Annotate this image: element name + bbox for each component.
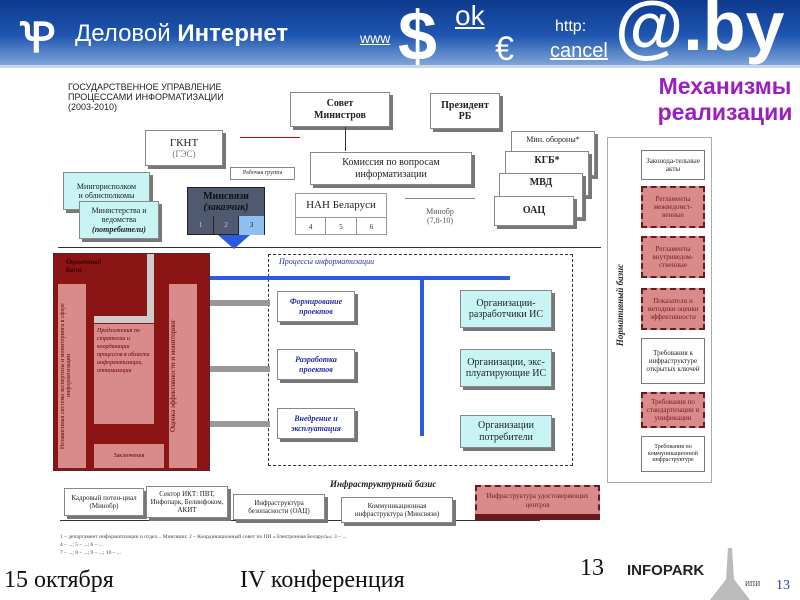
cell-2: 2 <box>214 216 240 235</box>
process-panel: Процессы информатизации <box>268 254 573 466</box>
blue-bus-vertical <box>420 276 424 436</box>
grey-arrow <box>210 366 270 372</box>
divider <box>58 247 601 248</box>
ipi-logo-icon <box>710 548 750 600</box>
org-developers: Организации-разработчики ИС <box>460 290 552 328</box>
footer-slide-number: 13 <box>580 555 604 581</box>
org-operators: Организации, экс-плуатирующие ИС <box>460 349 552 387</box>
infra-label: Инфраструктурный базис <box>330 479 437 489</box>
normative-item: Требования по коммуникационной инфрастру… <box>641 436 705 472</box>
down-arrow-icon <box>218 235 250 249</box>
grey-arrow <box>147 254 154 316</box>
header-banner: Ꝕ Деловой Интернет www $ ok http: € canc… <box>0 0 800 75</box>
grey-arrow <box>210 421 270 427</box>
decor-dollar: $ <box>398 0 437 75</box>
ipi-logo-text: ИПИ <box>745 580 761 588</box>
footer-date: 15 октября <box>4 567 114 593</box>
decor-cancel: cancel <box>550 40 608 62</box>
normative-item: Регламенты межведомст-венные <box>641 186 705 228</box>
decor-www: www <box>360 30 391 46</box>
gknt-box: ГКНТ(ГЭС) <box>145 130 223 166</box>
eval-left: Независимая система экспертизы и монитор… <box>58 284 86 468</box>
normative-item: Показатели и методики оценки эффективнос… <box>641 288 705 330</box>
stack-oac: ОАЦ <box>494 196 574 226</box>
normative-item: Регламенты внутриведом-ственные <box>641 236 705 278</box>
decor-ok: ok <box>455 0 485 31</box>
infra-item: Кадровый потен-циал (Минобр) <box>64 488 144 516</box>
infopark-logo: INFOPARK <box>627 562 705 579</box>
normative-item: Требования к инфраструктуре открытых клю… <box>641 338 705 384</box>
infra-line <box>60 520 540 521</box>
working-group-box: Рабочая группа <box>230 167 295 180</box>
page-number: 13 <box>776 578 790 593</box>
eval-block: Оценочный базис Независимая система эксп… <box>53 253 210 471</box>
infra-item: Инфраструктура безопасности (ОАЦ) <box>233 494 325 520</box>
infra-item: Коммуникационная инфраструктура (Минсвяз… <box>341 497 453 523</box>
footnotes: 1 – департамент информатизации и отдел..… <box>60 534 347 556</box>
footer-event: IV конференция <box>240 567 405 593</box>
normative-panel <box>607 137 712 483</box>
logo-icon: Ꝕ <box>20 13 56 62</box>
decor-at-by: @.by <box>615 0 785 65</box>
minobr-label: Минобр(7,8-10) <box>405 198 475 225</box>
brand-name: Деловой Интернет <box>75 20 289 47</box>
eval-center: Предложения по стратегии и координации п… <box>94 324 154 424</box>
eval-bottom: Заключения <box>94 444 164 468</box>
cell-3: 3 <box>239 216 265 235</box>
grey-arrow <box>94 316 154 323</box>
minsvyazi-box: Минсвязи(заказчик) 1 2 3 <box>187 187 265 235</box>
eval-right: Оценка эффективности и мониторинг <box>169 284 197 468</box>
infra-item: Сектор ИКТ: ПВТ, Инфопарк, Белинфоком, А… <box>146 486 228 518</box>
decor-euro: € <box>495 30 514 68</box>
red-arrow <box>240 137 300 138</box>
normative-item: Требования по стандартизации и унификаци… <box>641 392 705 428</box>
blue-bus <box>210 276 510 280</box>
infra-item: Инфраструктура удостоверяющих центров <box>475 485 600 520</box>
arrow-vertical <box>345 127 346 151</box>
cell-1: 1 <box>188 216 214 235</box>
decor-http: http: <box>555 18 587 35</box>
normative-item: Законода-тельные акты <box>641 150 705 180</box>
normative-label: Нормативный базис <box>615 263 625 347</box>
grey-arrow <box>210 300 270 306</box>
